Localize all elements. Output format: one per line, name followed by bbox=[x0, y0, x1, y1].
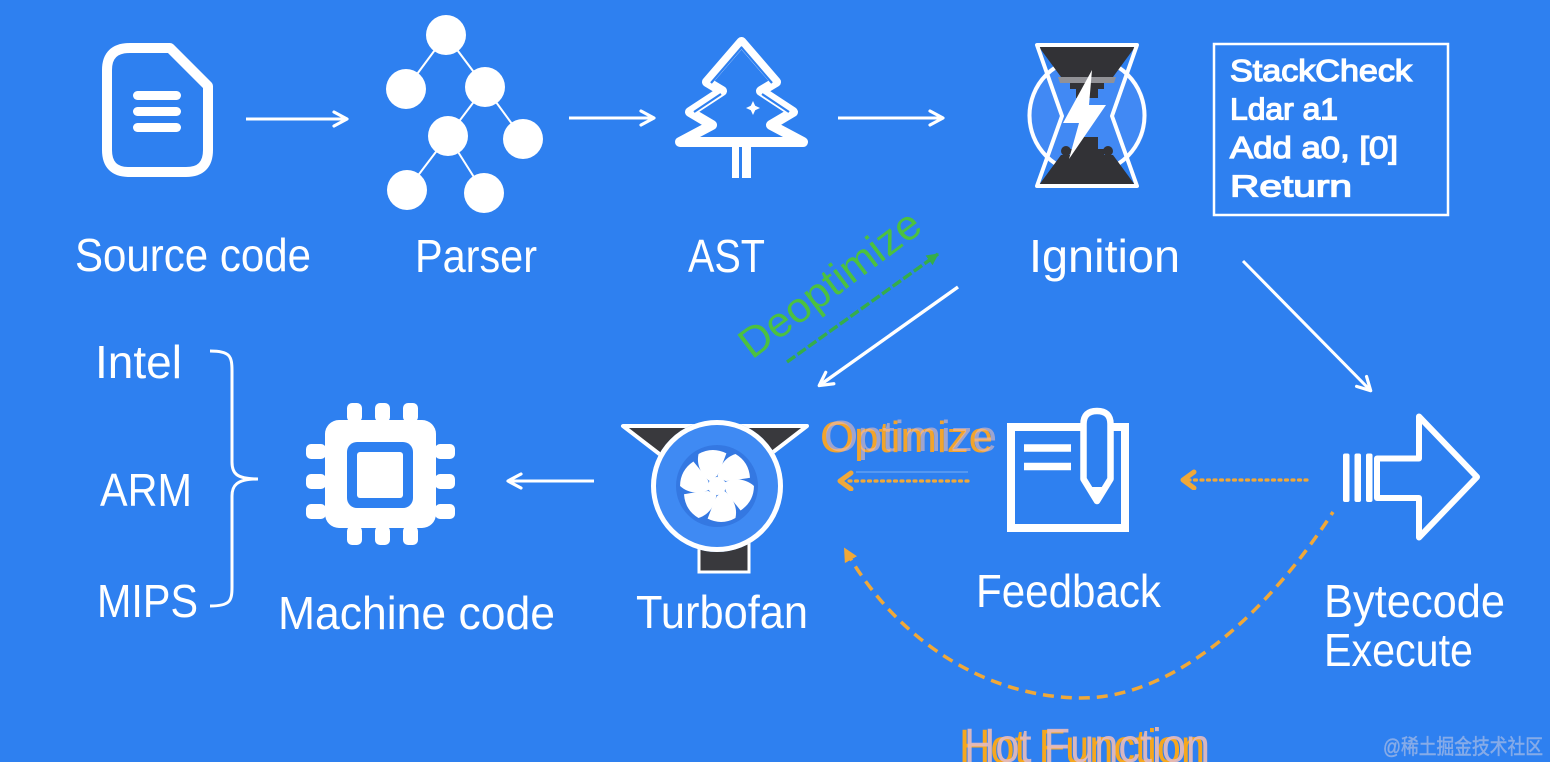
svg-text:@稀土掘金技术社区: @稀土掘金技术社区 bbox=[1383, 736, 1543, 759]
svg-text:MIPS: MIPS bbox=[97, 575, 198, 627]
svg-text:Feedback: Feedback bbox=[976, 565, 1162, 617]
svg-text:Machine code: Machine code bbox=[278, 587, 555, 639]
svg-text:Bytecode: Bytecode bbox=[1324, 575, 1505, 627]
svg-text:Turbofan: Turbofan bbox=[636, 586, 808, 638]
svg-text:Parser: Parser bbox=[415, 230, 537, 282]
svg-text:Optimize: Optimize bbox=[820, 413, 993, 462]
svg-text:Return: Return bbox=[1230, 169, 1352, 204]
svg-text:AST: AST bbox=[688, 230, 765, 282]
svg-text:StackCheck: StackCheck bbox=[1230, 53, 1413, 88]
svg-text:Ignition: Ignition bbox=[1029, 230, 1180, 282]
svg-text:Source code: Source code bbox=[75, 229, 311, 281]
svg-text:Hot Function: Hot Function bbox=[964, 720, 1210, 762]
svg-text:Execute: Execute bbox=[1324, 624, 1473, 676]
svg-text:Hot Function: Hot Function bbox=[959, 721, 1205, 762]
svg-text:ARM: ARM bbox=[100, 464, 192, 516]
svg-text:Ldar a1: Ldar a1 bbox=[1230, 92, 1338, 127]
svg-text:Add a0, [0]: Add a0, [0] bbox=[1230, 130, 1398, 165]
svg-text:Optimize: Optimize bbox=[824, 412, 997, 461]
svg-text:Intel: Intel bbox=[95, 336, 182, 388]
